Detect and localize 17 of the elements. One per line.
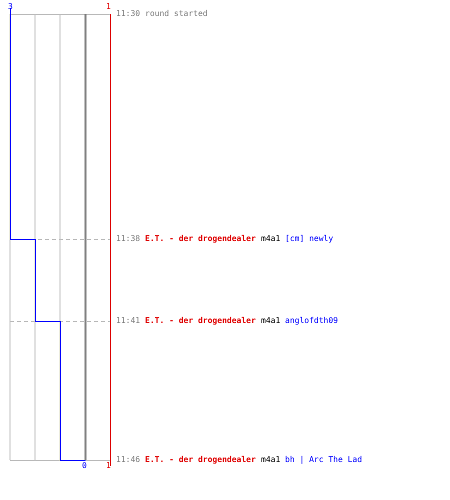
event-text: round started (145, 9, 208, 19)
timestamp: 11:38 (116, 234, 140, 244)
count-label: 1 (106, 2, 111, 12)
weapon-name: m4a1 (261, 234, 280, 244)
victim-name: bh | Arc The Lad (285, 455, 362, 465)
timestamp: 11:46 (116, 455, 140, 465)
victim-name: anglofdth09 (285, 316, 338, 326)
count-label: 1 (106, 461, 111, 471)
victim-name: [cm] newly (285, 234, 334, 244)
killer-name: E.T. - der drogendealer (145, 234, 256, 244)
killer-name: E.T. - der drogendealer (145, 455, 256, 465)
weapon-name: m4a1 (261, 455, 280, 465)
timestamp: 11:41 (116, 316, 140, 326)
weapon-name: m4a1 (261, 316, 280, 326)
killer-name: E.T. - der drogendealer (145, 316, 256, 326)
count-label: 0 (82, 461, 87, 471)
timestamp: 11:30 (116, 9, 140, 19)
